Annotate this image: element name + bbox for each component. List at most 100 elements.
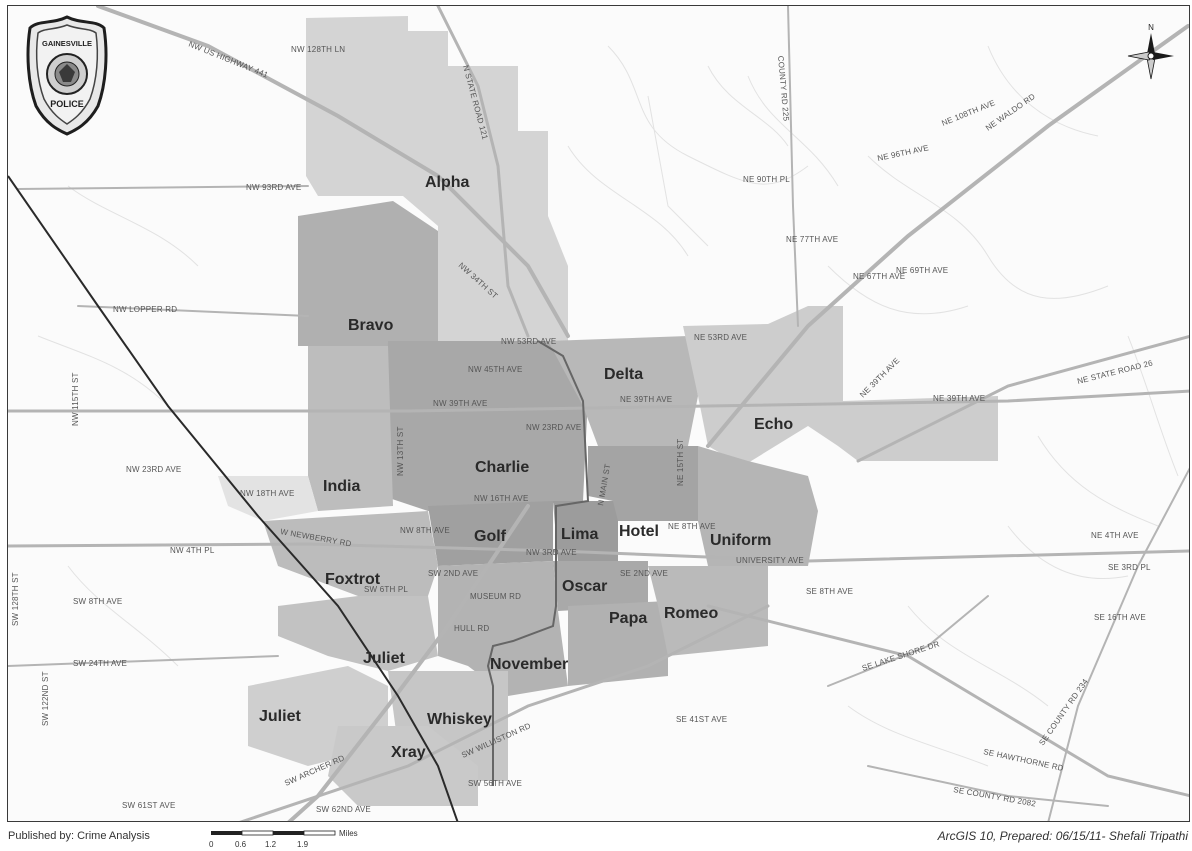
zone-area-uniform[interactable] [698,446,818,566]
zone-label-alpha: Alpha [425,174,470,191]
zone-label-november: November [490,656,568,673]
road-label: NW 115TH ST [71,372,80,426]
road-label: NE STATE ROAD 26 [1076,358,1154,386]
road-label: NW 93RD AVE [246,183,301,192]
road-label: NE 39TH AVE [858,356,901,399]
zone-label-lima: Lima [561,526,598,543]
zone-label-echo: Echo [754,416,793,433]
zone-label-foxtrot: Foxtrot [325,571,381,588]
zone-area-foxtrot[interactable] [263,511,438,596]
road-label: NE 96TH AVE [877,143,930,163]
map-canvas[interactable]: NW 128TH LN NW US HIGHWAY 441 N STATE RO… [8,6,1190,822]
scale-tick: 0.6 [235,840,247,849]
zone-label-juliet-north: Juliet [363,650,405,667]
road-label: NW 8TH AVE [400,526,450,535]
zone-area-papa[interactable] [568,601,668,686]
road-label: SW 8TH AVE [73,597,122,606]
zone-label-whiskey: Whiskey [427,711,492,728]
zone-area-delta[interactable] [548,336,698,446]
zone-area-hotel[interactable] [588,446,708,521]
road-university [8,542,1189,563]
railroad-line [8,175,459,821]
road-label: NW 3RD AVE [526,548,577,557]
road-label: SE COUNTY RD 2082 [953,785,1037,808]
footer-credit-text: ArcGIS 10, Prepared: 06/15/11- Shefali T… [937,829,1188,843]
zone-label-uniform: Uniform [710,532,771,549]
road-label: NW LOPPER RD [113,305,177,314]
road-label: NE 4TH AVE [1091,531,1139,540]
zone-label-papa: Papa [609,610,647,627]
road-sw-24th [8,655,279,667]
road-label: NW 23RD AVE [126,465,181,474]
zone-label-juliet-south: Juliet [259,708,301,725]
zone-area-lima[interactable] [553,501,618,561]
road-label: SE 3RD PL [1108,563,1151,572]
road-label: NE 77TH AVE [786,235,838,244]
road-label: NE 39TH AVE [620,395,672,404]
zone-area-juliet-north[interactable] [278,596,438,671]
zone-area-india[interactable] [308,346,393,511]
zone-area-echo[interactable] [683,306,998,466]
zone-area-romeo[interactable] [648,566,768,656]
zone-label-delta: Delta [604,366,643,383]
road-ne-sr26 [856,334,1189,463]
scale-bar: Miles 0 0.6 1.2 1.9 [209,829,358,849]
zone-area-charlie[interactable] [383,341,588,511]
road-label: NW US HIGHWAY 441 [187,40,270,80]
zone-area-alpha[interactable] [306,16,568,341]
road-label: SE HAWTHORNE RD [983,747,1065,773]
footer-publisher-text: Published by: Crime Analysis [8,830,150,842]
road-lake-shore [827,595,989,687]
zone-area-oscar[interactable] [553,561,648,611]
zone-label-charlie: Charlie [475,459,529,476]
rural-street-texture [37,45,1179,767]
zone-label-xray: Xray [391,744,426,761]
road-county-rd-2082 [867,765,1109,807]
zone-area-bravo[interactable] [298,201,438,366]
road-hawthorne [706,604,1189,798]
road-label: NW 45TH AVE [468,365,523,374]
road-label: SW 122ND ST [41,671,50,726]
zone-label-golf: Golf [474,528,507,545]
road-ne-39th [8,389,1189,413]
scale-tick: 1.2 [265,840,277,849]
road-nw-93rd [17,185,309,190]
road-label: NW 23RD AVE [526,423,581,432]
road-label: MUSEUM RD [470,592,521,601]
road-label: NW 13TH ST [396,426,405,476]
road-label: SE 16TH AVE [1094,613,1146,622]
road-label: SW 2ND AVE [428,569,478,578]
road-label: NE 8TH AVE [668,522,716,531]
zone-area-xray[interactable] [328,726,478,806]
road-label: NW 53RD AVE [501,337,556,346]
road-label: SE 8TH AVE [806,587,853,596]
scale-tick: 0 [209,840,214,849]
scale-unit: Miles [339,829,358,838]
zone-label-romeo: Romeo [664,605,718,622]
zone-label-bravo: Bravo [348,317,394,334]
road-label: NW 4TH PL [170,546,215,555]
road-label: NW 128TH LN [291,45,345,54]
zone-area-west-fringe[interactable] [218,476,318,521]
road-label: SW 56TH AVE [468,779,522,788]
city-boundary-line [486,340,590,786]
road-label: SE COUNTY RD 234 [1037,677,1090,747]
road-label: SE 41ST AVE [676,715,727,724]
road-nw-lopper [77,305,309,317]
road-label: SW 24TH AVE [73,659,127,668]
svg-text:N: N [1148,23,1154,32]
road-label: SW 6TH PL [364,585,408,594]
zone-labels: Alpha Bravo Delta Echo Charlie India Gol… [259,174,793,761]
road-label: NE 67TH AVE [853,272,905,281]
road-label: NW 16TH AVE [474,494,529,503]
badge-bottom-text: POLICE [50,99,84,109]
road-label: NE 69TH AVE [896,266,948,275]
road-waldo [706,24,1189,448]
road-label: UNIVERSITY AVE [736,556,804,565]
road-williston [239,604,770,821]
road-county-225 [787,6,799,327]
north-arrow-icon: N [1127,23,1174,80]
zone-label-oscar: Oscar [562,578,607,595]
road-label: NW 18TH AVE [240,489,295,498]
map-frame[interactable]: NW 128TH LN NW US HIGHWAY 441 N STATE RO… [7,5,1190,822]
